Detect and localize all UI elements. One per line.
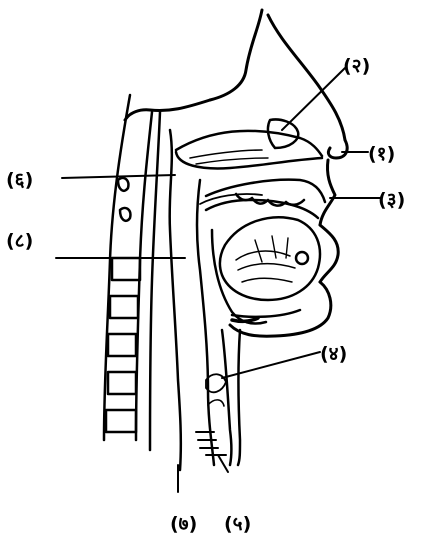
leader-line-5 xyxy=(218,455,228,472)
label-8: (८) xyxy=(6,230,33,252)
tongue xyxy=(220,217,320,300)
label-1: (१) xyxy=(368,143,395,165)
label-4: (४) xyxy=(320,343,347,365)
label-2: (२) xyxy=(343,55,370,77)
label-5: (५) xyxy=(224,513,251,535)
pharynx-and-larynx xyxy=(170,130,240,470)
spinal-column xyxy=(104,95,160,450)
label-6: (६) xyxy=(6,169,33,191)
part-labels: (२) (१) (३) (६) (८) (४) (५) (७) xyxy=(6,55,405,535)
label-7: (७) xyxy=(170,513,197,535)
palate-and-teeth xyxy=(200,180,325,206)
skull-outline xyxy=(125,10,347,336)
leader-line-4 xyxy=(222,352,320,378)
nasal-cavity xyxy=(176,120,322,169)
label-3: (३) xyxy=(378,189,405,211)
